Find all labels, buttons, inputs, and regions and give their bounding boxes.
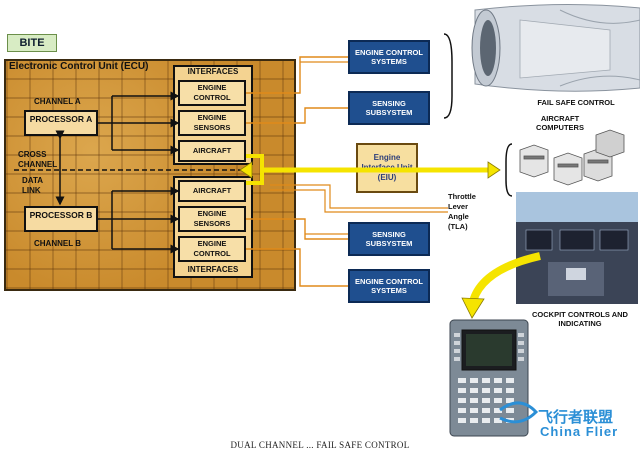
wire-tla [270, 184, 448, 209]
wire-ss-top [246, 107, 348, 124]
processor-b: PROCESSOR B [24, 206, 98, 232]
fail-safe-bracket [443, 33, 453, 119]
computers-bracket [505, 143, 513, 197]
cross-channel-label: CROSS CHANNEL [18, 150, 58, 169]
wire-ec-bottom [246, 248, 348, 287]
if-a-engine-sensors: ENGINE SENSORS [178, 110, 246, 136]
watermark-en: China Flier [540, 424, 619, 439]
if-a-engine-control: ENGINE CONTROL [178, 80, 246, 106]
watermark-cn: 飞行者联盟 [538, 409, 614, 426]
if-b-engine-control: ENGINE CONTROL [178, 236, 246, 262]
ecu-title: Electronic Control Unit (ECU) [9, 61, 149, 72]
wire-ec-top [246, 56, 348, 94]
processor-a-label: PROCESSOR A [29, 114, 93, 124]
tla-label: Throttle Lever Angle (TLA) [448, 192, 476, 231]
channel-b-label: CHANNEL B [34, 239, 81, 248]
wire-ss-bottom [246, 218, 348, 240]
watermark-logo [499, 401, 539, 424]
channel-a-label: CHANNEL A [34, 97, 81, 106]
interfaces-title-a: INTERFACES [187, 67, 239, 76]
cockpit-label: COCKPIT CONTROLS AND INDICATING [532, 310, 628, 328]
data-link-label: DATA LINK [22, 176, 43, 195]
blue-sensing-top: SENSING SUBSYSTEM [348, 91, 430, 125]
if-b-aircraft: AIRCRAFT [178, 180, 246, 202]
blue-engine-control-bottom: ENGINE CONTROL SYSTEMS [348, 269, 430, 303]
mcdu-panel [449, 319, 529, 437]
blue-engine-control-top: ENGINE CONTROL SYSTEMS [348, 40, 430, 74]
bite-label: BITE [7, 34, 57, 52]
processor-b-label: PROCESSOR B [29, 210, 93, 220]
aircraft-computers-label: AIRCRAFT COMPUTERS [536, 114, 584, 132]
blue-sensing-bottom: SENSING SUBSYSTEM [348, 222, 430, 256]
cockpit-photo [516, 192, 638, 304]
figure-caption: DUAL CHANNEL ... FAIL SAFE CONTROL [230, 440, 410, 450]
interfaces-title-b: INTERFACES [187, 265, 239, 274]
fail-safe-label: FAIL SAFE CONTROL [537, 98, 615, 107]
engine-illustration [471, 3, 640, 92]
aircraft-computers-illustration [519, 129, 625, 186]
